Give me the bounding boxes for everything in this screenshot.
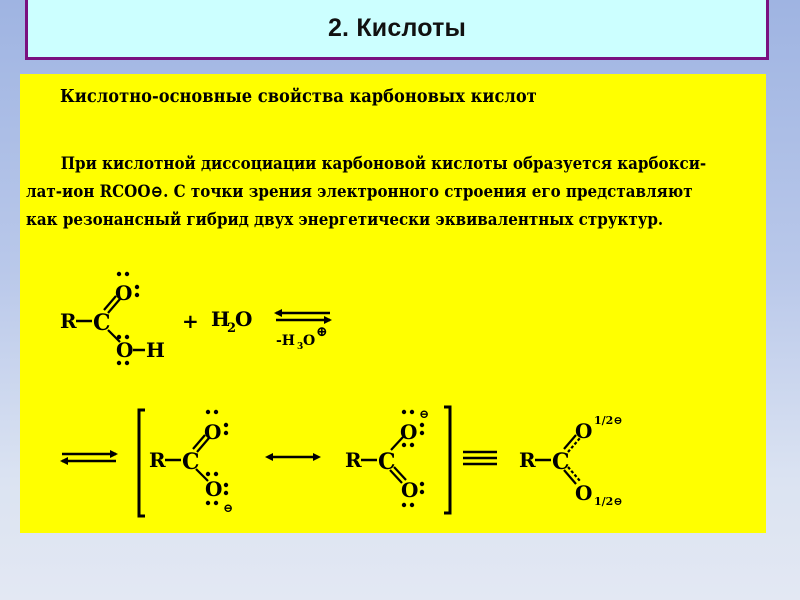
svg-text:O: O [401, 478, 418, 502]
content-panel: Кислотно-основные свойства карбоновых ки… [20, 74, 766, 533]
negative-charge-icon: ⊖ [223, 501, 233, 515]
positive-charge-icon: ⊕ [316, 324, 328, 340]
equilibrium-arrows-icon-2 [60, 450, 118, 465]
svg-text:H: H [146, 338, 165, 362]
svg-text:2: 2 [227, 321, 236, 336]
svg-text:C: C [378, 449, 396, 475]
paragraph-line-3: как резонансный гибрид двух энергетическ… [26, 210, 664, 229]
svg-text:R: R [60, 309, 77, 333]
equilibrium-arrows-icon [274, 309, 332, 324]
water-molecule: H 2 O [211, 307, 252, 336]
svg-text:R: R [345, 448, 362, 472]
carboxylic-acid-structure: R C O O H [60, 271, 165, 366]
resonance-structure-1: R C O O ⊖ [149, 409, 233, 515]
svg-text:R: R [519, 448, 536, 472]
svg-text:O: O [235, 307, 252, 331]
svg-text:C: C [93, 310, 111, 336]
resonance-arrow-icon [265, 453, 321, 461]
partial-charge-bottom: 1/2⊖ [594, 495, 623, 508]
negative-charge-icon: ⊖ [419, 407, 429, 421]
left-bracket [137, 408, 145, 518]
svg-text:3: 3 [297, 342, 303, 352]
hydronium-label: -H 3 O ⊕ [276, 324, 328, 352]
svg-text:-H: -H [276, 333, 295, 349]
plus-sign: + [182, 309, 199, 333]
equivalence-icon [463, 450, 497, 466]
svg-text:O: O [115, 281, 132, 305]
svg-text:O: O [400, 420, 417, 444]
paragraph-line-2: лат-ион RCOO⊖. С точки зрения электронно… [26, 182, 693, 201]
svg-text:O: O [575, 481, 592, 505]
svg-text:R: R [149, 448, 166, 472]
section-heading: Кислотно-основные свойства карбоновых ки… [60, 87, 537, 107]
resonance-hybrid-structure: R C O 1/2⊖ O 1/2⊖ [519, 414, 623, 508]
partial-charge-top: 1/2⊖ [594, 414, 623, 427]
description-paragraph: При кислотной диссоциации карбоновой кис… [26, 150, 721, 234]
paragraph-line-1: При кислотной диссоциации карбоновой кис… [60, 154, 707, 173]
svg-text:O: O [303, 333, 315, 349]
svg-text:O: O [575, 419, 592, 443]
resonance-structure-2: R C O ⊖ O [345, 407, 429, 508]
svg-text:H: H [211, 307, 230, 331]
svg-text:O: O [204, 420, 221, 444]
slide-title: 2. Кислоты [327, 14, 467, 42]
svg-text:C: C [182, 449, 200, 475]
svg-text:O: O [116, 338, 133, 362]
slide-title-box: 2. Кислоты [25, 0, 769, 60]
right-bracket [444, 405, 452, 515]
svg-text:O: O [205, 477, 222, 501]
svg-text:C: C [552, 449, 570, 475]
